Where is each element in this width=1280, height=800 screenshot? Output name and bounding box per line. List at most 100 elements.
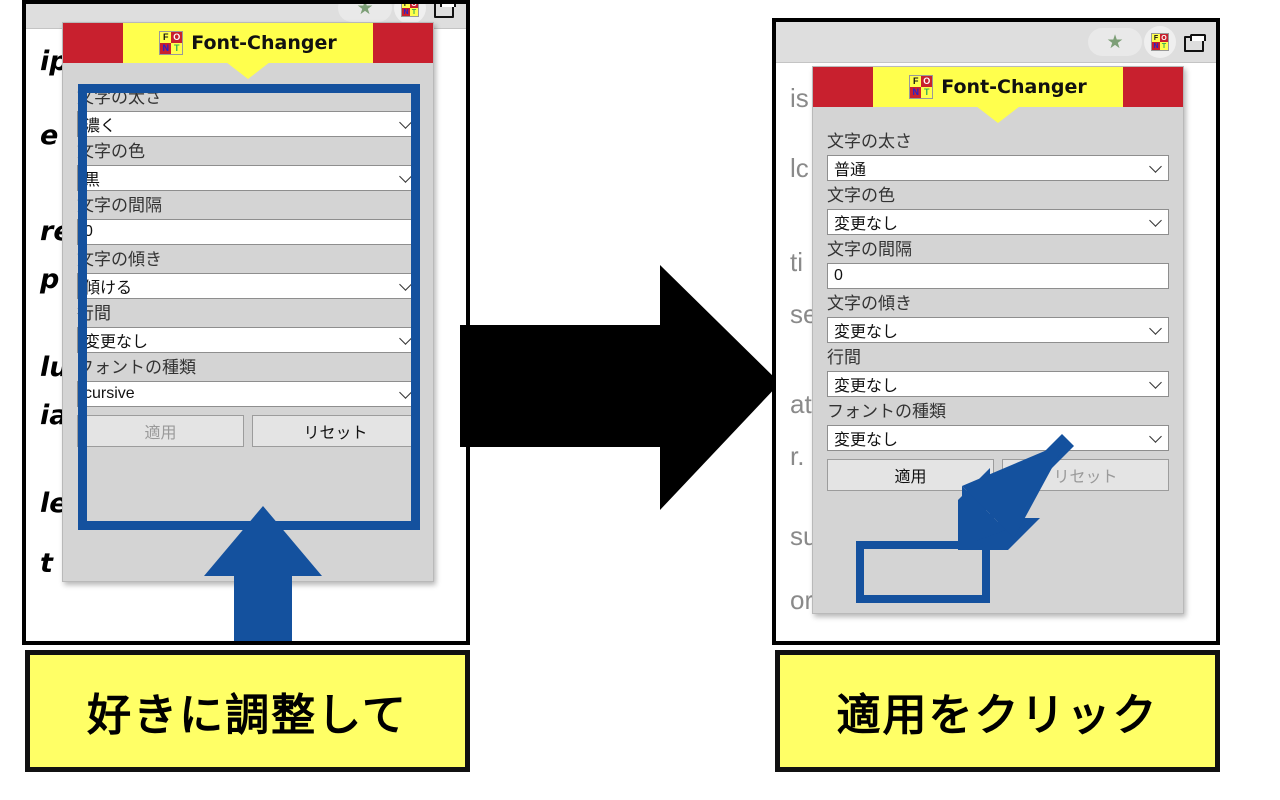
- bookmark-star-button[interactable]: ★: [338, 0, 392, 22]
- field-font-color: 文字の色 黒: [77, 139, 419, 191]
- logo-cell-f: F: [160, 32, 172, 43]
- logo-cell-o: O: [171, 32, 183, 43]
- font-weight-select[interactable]: 普通: [827, 155, 1169, 181]
- letter-spacing-input[interactable]: 0: [77, 219, 419, 245]
- select-value: 黒: [84, 172, 101, 189]
- popup-header: F O N T Font-Changer: [813, 67, 1183, 123]
- right-caption-box: 適用をクリック: [775, 650, 1220, 772]
- logo-cell-n: N: [160, 43, 172, 54]
- popup-title: Font-Changer: [191, 32, 337, 54]
- font-changer-extension-button[interactable]: F O N T: [394, 0, 426, 24]
- select-value: 濃く: [84, 118, 117, 135]
- field-label: 行間: [827, 348, 861, 367]
- font-style-select[interactable]: 変更なし: [827, 317, 1169, 343]
- page-line: r.: [790, 441, 805, 471]
- window-icon: [434, 4, 456, 18]
- left-caption-box: 好きに調整して: [25, 650, 470, 772]
- window-icon: [1184, 34, 1206, 52]
- field-font-family: フォントの種類 変更なし: [827, 399, 1169, 451]
- field-font-style: 文字の傾き 変更なし: [827, 291, 1169, 343]
- logo-cell-t: T: [410, 8, 418, 16]
- font-changer-extension-button[interactable]: F O N T: [1144, 26, 1176, 58]
- left-extension-popup: F O N T Font-Changer 文字の太さ 濃く: [62, 22, 434, 582]
- chevron-down-icon: [399, 386, 412, 399]
- field-label: 文字の傾き: [827, 294, 912, 313]
- window-menu-button[interactable]: [428, 4, 460, 24]
- input-value: 0: [834, 267, 843, 284]
- field-label: 文字の間隔: [827, 240, 912, 259]
- blue-up-arrow: [204, 506, 322, 641]
- logo-cell-f: F: [910, 76, 922, 87]
- page-line: ti: [790, 247, 803, 277]
- right-browser-panel: ★ F O N T is lc ti se at: [772, 18, 1220, 645]
- chevron-down-icon: [399, 116, 412, 129]
- field-label: 文字の色: [827, 186, 895, 205]
- line-height-select[interactable]: 変更なし: [827, 371, 1169, 397]
- logo-cell-o: O: [410, 0, 418, 8]
- line-height-select[interactable]: 変更なし: [77, 327, 419, 353]
- logo-cell-n: N: [910, 87, 922, 98]
- field-line-height: 行間 変更なし: [77, 301, 419, 353]
- field-label: 文字の間隔: [77, 196, 162, 215]
- popup-header-band: F O N T Font-Changer: [873, 67, 1123, 107]
- select-value: 普通: [834, 162, 867, 179]
- field-label: 文字の太さ: [77, 88, 162, 107]
- logo-cell-f: F: [402, 0, 410, 8]
- select-value: 変更なし: [834, 432, 899, 449]
- logo-cell-f: F: [1152, 34, 1160, 42]
- popup-title: Font-Changer: [941, 76, 1087, 98]
- page-line: at: [790, 389, 812, 419]
- chevron-down-icon: [1149, 430, 1162, 443]
- popup-body: 文字の太さ 濃く 文字の色 黒 文字の間隔 0: [63, 63, 433, 457]
- input-value: 0: [84, 223, 93, 240]
- field-label: 文字の色: [77, 142, 145, 161]
- letter-spacing-input[interactable]: 0: [827, 263, 1169, 289]
- page-line: lc: [790, 153, 809, 183]
- logo-cell-o: O: [1160, 34, 1168, 42]
- field-label: フォントの種類: [827, 402, 946, 421]
- select-value: cursive: [84, 385, 135, 402]
- apply-button[interactable]: 適用: [77, 415, 244, 447]
- select-value: 変更なし: [834, 378, 899, 395]
- logo-cell-n: N: [1152, 42, 1160, 50]
- logo-cell-t: T: [1160, 42, 1168, 50]
- font-changer-logo-icon: F O N T: [1151, 33, 1169, 51]
- field-label: 文字の太さ: [827, 132, 912, 151]
- select-value: 変更なし: [84, 334, 149, 351]
- page-line: is: [790, 83, 809, 113]
- select-value: 傾ける: [84, 280, 133, 297]
- chevron-down-icon: [1149, 214, 1162, 227]
- chevron-down-icon: [399, 170, 412, 183]
- field-label: フォントの種類: [77, 358, 196, 377]
- font-family-select[interactable]: 変更なし: [827, 425, 1169, 451]
- select-value: 変更なし: [834, 324, 899, 341]
- right-extension-popup: F O N T Font-Changer 文字の太さ 普通: [812, 66, 1184, 614]
- star-icon: ★: [356, 0, 374, 19]
- chevron-down-icon: [1149, 160, 1162, 173]
- logo-cell-n: N: [402, 8, 410, 16]
- font-color-select[interactable]: 変更なし: [827, 209, 1169, 235]
- field-label: 行間: [77, 304, 111, 323]
- field-letter-spacing: 文字の間隔 0: [827, 237, 1169, 289]
- left-caption-text: 好きに調整して: [87, 690, 408, 741]
- popup-header: F O N T Font-Changer: [63, 23, 433, 79]
- reset-button[interactable]: リセット: [252, 415, 419, 447]
- window-menu-button[interactable]: [1178, 26, 1210, 58]
- popup-header-notch: [976, 106, 1020, 123]
- font-changer-logo-icon: F O N T: [159, 31, 184, 55]
- logo-cell-t: T: [921, 87, 933, 98]
- field-font-style: 文字の傾き 傾ける: [77, 247, 419, 299]
- field-font-weight: 文字の太さ 普通: [827, 129, 1169, 181]
- font-color-select[interactable]: 黒: [77, 165, 419, 191]
- right-browser-toolbar: ★ F O N T: [776, 22, 1216, 63]
- font-style-select[interactable]: 傾ける: [77, 273, 419, 299]
- select-value: 変更なし: [834, 216, 899, 233]
- field-font-color: 文字の色 変更なし: [827, 183, 1169, 235]
- bookmark-star-button[interactable]: ★: [1088, 28, 1142, 56]
- font-changer-logo-icon: F O N T: [401, 0, 419, 17]
- right-caption-text: 適用をクリック: [836, 690, 1159, 741]
- popup-header-notch: [226, 62, 270, 79]
- font-weight-select[interactable]: 濃く: [77, 111, 419, 137]
- chevron-down-icon: [1149, 322, 1162, 335]
- font-family-select[interactable]: cursive: [77, 381, 419, 407]
